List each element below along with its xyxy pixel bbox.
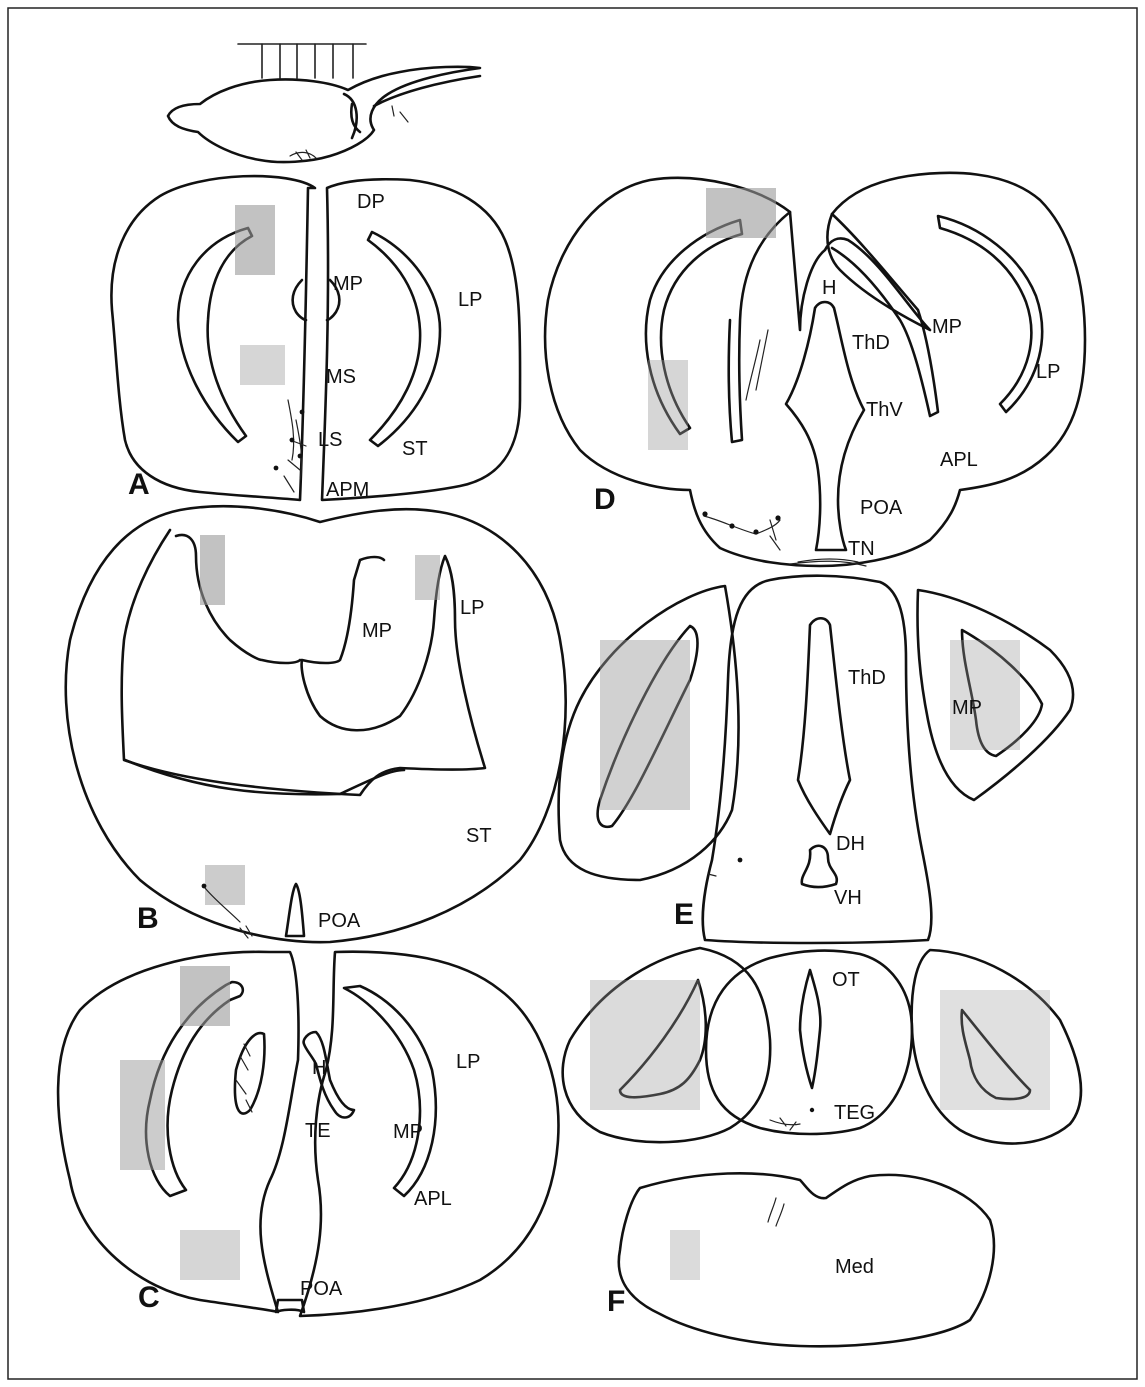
label-thd: ThD [852,332,890,354]
panel-letter-b: B [137,902,159,935]
label-st: ST [402,438,428,460]
label-mp: MP [333,273,363,295]
label-lp: LP [460,597,484,619]
label-ot: OT [832,969,860,991]
label-h: H [822,277,836,299]
panel-d: H ThD ThV MP LP APL POA TN D [545,173,1085,566]
stipple [180,966,230,1026]
panel-a: DP MP LP MS LS ST APM A [111,176,520,501]
label-ms: MS [326,366,356,388]
stipple [706,188,776,238]
stipple [180,1230,240,1280]
label-dh: DH [836,833,865,855]
stipple [205,865,245,905]
stipple [950,640,1020,750]
panel-letter-a: A [128,468,150,501]
label-apl: APL [414,1188,452,1210]
stipple [600,640,690,810]
label-mp: MP [393,1121,423,1143]
label-te: TE [305,1120,331,1142]
label-dp: DP [357,191,385,213]
label-poa: POA [318,910,361,932]
stipple [940,990,1050,1110]
panel-c: H TE MP LP APL POA C [58,952,558,1316]
panel-letter-d: D [594,483,616,516]
stipple [670,1230,700,1280]
label-teg: TEG [834,1102,875,1124]
stipple [415,555,440,600]
label-thv: ThV [866,399,903,421]
label-mp: MP [952,697,982,719]
label-lp: LP [1036,361,1060,383]
label-mp: MP [362,620,392,642]
panel-letter-e: E [674,898,694,931]
panel-e: ThD MP DH VH E [559,576,1073,943]
label-h: H [312,1057,326,1079]
label-med: Med [835,1256,874,1278]
label-vh: VH [834,887,862,909]
stipple [200,535,225,605]
panel-letter-c: C [138,1281,160,1314]
panel-f: OT TEG Med F [563,948,1081,1346]
label-apm: APM [326,479,369,501]
label-thd: ThD [848,667,886,689]
stipple [120,1060,165,1170]
stipple [240,345,285,385]
label-poa: POA [300,1278,343,1300]
label-tn: TN [848,538,875,560]
label-poa: POA [860,497,903,519]
label-ls: LS [318,429,342,451]
label-lp: LP [456,1051,480,1073]
label-st: ST [466,825,492,847]
panel-letter-f: F [607,1285,625,1318]
stipple [648,360,688,450]
brain-overview [168,44,480,162]
label-lp: LP [458,289,482,311]
label-mp: MP [932,316,962,338]
label-apl: APL [940,449,978,471]
stipple [590,980,700,1110]
panel-b: MP LP ST POA B [66,506,566,942]
stipple [235,205,275,275]
